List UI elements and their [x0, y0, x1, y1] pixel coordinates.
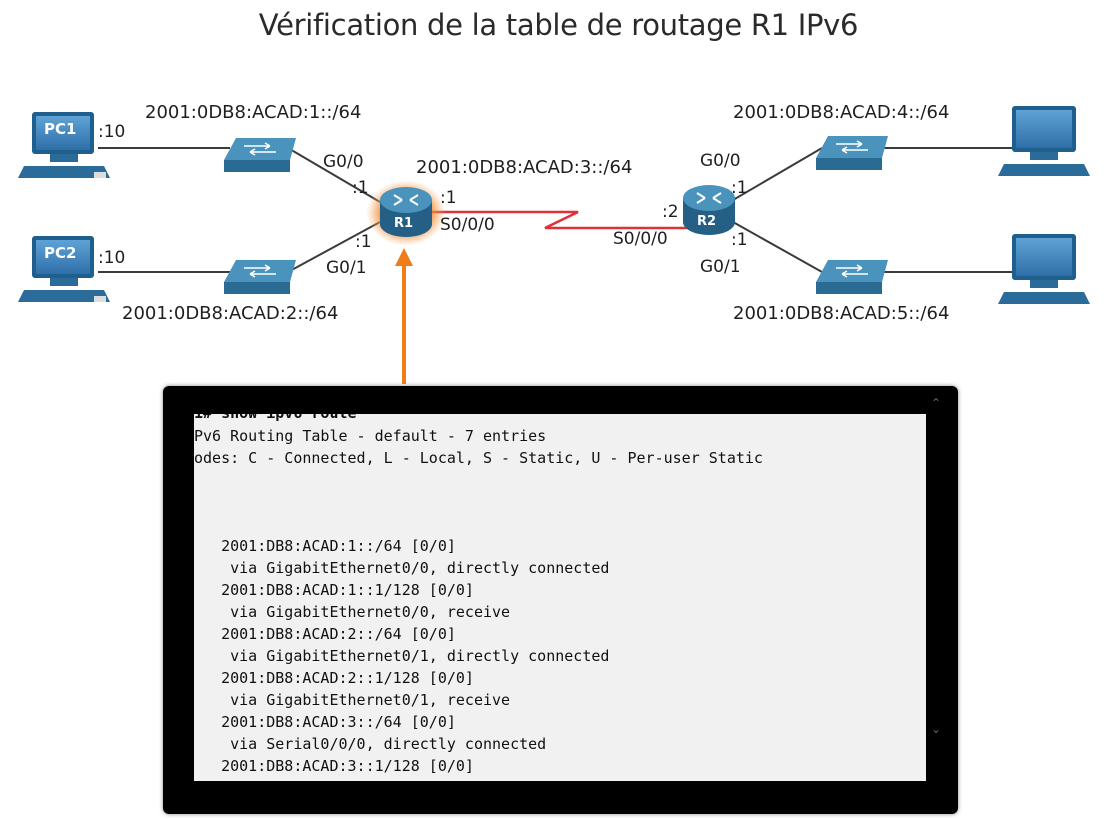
terminal-line: via GigabitEthernet0/1, directly connect… [194, 647, 610, 665]
r1-label: R1 [394, 216, 414, 231]
router-r1-icon [366, 180, 446, 246]
r1-g00-label: G0/0 [323, 152, 364, 172]
pc1-label: PC1 [44, 120, 77, 138]
r1-g01-host-label: :1 [355, 232, 372, 252]
pc2-label: PC2 [44, 244, 77, 262]
link-r2-sw5 [732, 221, 823, 273]
network-3-label: 2001:0DB8:ACAD:3::/64 [416, 157, 633, 178]
serial-link [432, 210, 690, 230]
pc1-host-label: :10 [98, 122, 126, 142]
router-r2-icon [683, 185, 735, 235]
links [98, 147, 1012, 273]
r1-g01-label: G0/1 [326, 258, 367, 278]
terminal-line: 2001:DB8:ACAD:1::/64 [0/0] [194, 537, 456, 555]
network-5-label: 2001:0DB8:ACAD:5::/64 [733, 303, 950, 324]
terminal-line: via GigabitEthernet0/0, directly connect… [194, 559, 610, 577]
pc1-icon [18, 112, 110, 178]
r1-s000-label: S0/0/0 [440, 215, 495, 235]
page-title: Vérification de la table de routage R1 I… [258, 8, 859, 42]
r2-g00-label: G0/0 [700, 151, 741, 171]
network-4-label: 2001:0DB8:ACAD:4::/64 [733, 102, 950, 123]
terminal-line: via GigabitEthernet0/1, receive [194, 691, 511, 709]
r2-g00-host-label: :1 [731, 178, 748, 198]
r2-s000-label: S0/0/0 [613, 229, 668, 249]
pc2-icon [18, 236, 110, 302]
terminal-line: 2001:DB8:ACAD:3::/64 [0/0] [194, 713, 456, 731]
terminal-line: via Serial0/0/0, directly connected [194, 735, 547, 753]
r2-g01-host-label: :1 [731, 230, 748, 250]
highlight-arrow [395, 248, 413, 384]
terminal-line: 2001:DB8:ACAD:2::1/128 [0/0] [194, 669, 474, 687]
link-sw2-r1 [287, 221, 381, 273]
network-1-label: 2001:0DB8:ACAD:1::/64 [145, 102, 362, 123]
terminal-line: via GigabitEthernet0/0, receive [194, 603, 511, 621]
terminal-line: 2001:DB8:ACAD:3::1/128 [0/0] [194, 757, 474, 775]
switch-5-icon [816, 260, 888, 294]
scroll-up-icon[interactable]: ⌃ [931, 396, 942, 410]
terminal-line: 2001:DB8:ACAD:1::1/128 [0/0] [194, 581, 474, 599]
link-r2-sw4 [732, 147, 823, 201]
r1-g00-host-label: :1 [352, 178, 369, 198]
pc5-icon [998, 234, 1090, 304]
pc2-host-label: :10 [98, 248, 126, 268]
r1-s000-host-label: :1 [440, 188, 457, 208]
switch-2-icon [224, 260, 296, 294]
terminal-line: 1# show ipv6 route [194, 414, 357, 424]
terminal-line: 2001:DB8:ACAD:2::/64 [0/0] [194, 625, 456, 643]
scroll-down-icon[interactable]: ⌄ [931, 722, 942, 736]
switch-4-icon [816, 136, 888, 170]
r2-label: R2 [697, 214, 717, 229]
r2-s000-host-label: :2 [662, 202, 679, 222]
terminal-output[interactable]: 1# show ipv6 route Pv6 Routing Table - d… [194, 414, 926, 781]
pc4-icon [998, 106, 1090, 176]
link-sw1-r1 [287, 147, 381, 203]
r2-g01-label: G0/1 [700, 257, 741, 277]
terminal-line: odes: C - Connected, L - Local, S - Stat… [194, 449, 763, 467]
network-2-label: 2001:0DB8:ACAD:2::/64 [122, 303, 339, 324]
switch-1-icon [224, 138, 296, 172]
terminal-line: Pv6 Routing Table - default - 7 entries [194, 427, 547, 445]
